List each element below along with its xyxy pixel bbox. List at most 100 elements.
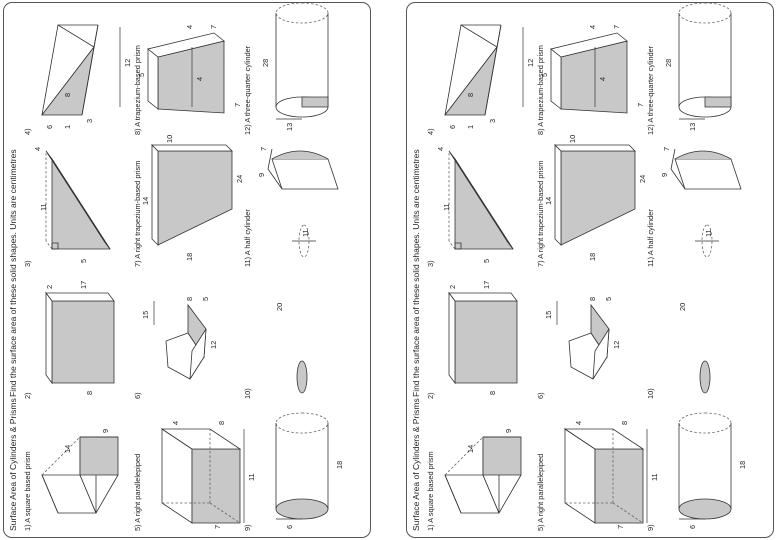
dimension-label: 12 bbox=[526, 59, 535, 67]
dimension-label: 6 bbox=[45, 125, 54, 129]
circular-face bbox=[678, 498, 732, 520]
dimension-label: 4 bbox=[171, 421, 180, 425]
curved-face bbox=[271, 150, 329, 160]
edge bbox=[103, 240, 111, 250]
dimension-label: 15 bbox=[544, 311, 553, 319]
dimension-label: 4 bbox=[436, 147, 445, 151]
dimension-label: 11 bbox=[301, 229, 310, 237]
right-angle-mark bbox=[454, 242, 462, 250]
dimension-label: 17 bbox=[79, 281, 88, 289]
problem-label: 9) bbox=[243, 524, 252, 531]
problem-9: 9) 6 18 bbox=[243, 412, 344, 531]
edge bbox=[506, 240, 514, 250]
edge bbox=[267, 148, 273, 170]
problem-label: 6) bbox=[536, 392, 545, 399]
hidden-edge bbox=[444, 436, 484, 476]
dimension-label: 7 bbox=[612, 25, 621, 29]
edge bbox=[41, 474, 59, 514]
side-face bbox=[151, 144, 233, 152]
dimension-label: 18 bbox=[588, 253, 597, 261]
dimension-label: 2 bbox=[448, 285, 457, 289]
hidden-edge bbox=[612, 502, 644, 524]
side-face bbox=[448, 292, 518, 302]
dimension-label: 9 bbox=[660, 173, 669, 177]
dimension-label: 28 bbox=[664, 59, 673, 67]
side-face bbox=[189, 328, 207, 380]
dimension-label: 13 bbox=[688, 123, 697, 131]
front-face bbox=[594, 448, 644, 524]
dimension-label: 7 bbox=[213, 525, 222, 529]
problem-label: 7) A right trapezium-based prism bbox=[133, 161, 142, 267]
dimension-label: 7 bbox=[616, 525, 625, 529]
dimension-label: 24 bbox=[638, 175, 647, 183]
side-face bbox=[147, 32, 225, 58]
problem-10: 10)20 bbox=[243, 303, 308, 399]
dimension-label: 2 bbox=[45, 285, 54, 289]
dimension-label: 1 bbox=[466, 125, 475, 129]
flat-face bbox=[271, 158, 339, 190]
dimension-label: 1 bbox=[63, 125, 72, 129]
worksheet-instructions: Find the surface area of these solid sha… bbox=[8, 149, 18, 397]
dimension-label: 15 bbox=[141, 311, 150, 319]
curved-face bbox=[674, 150, 732, 160]
dimension-label: 8 bbox=[466, 93, 475, 97]
dimension-label: 20 bbox=[275, 303, 284, 311]
hidden-edge bbox=[45, 240, 53, 250]
dimension-label: 14 bbox=[63, 445, 72, 453]
worksheet-instructions: Find the surface area of these solid sha… bbox=[411, 149, 421, 397]
hidden-end-face bbox=[678, 3, 732, 24]
dimension-label: 14 bbox=[466, 445, 475, 453]
edge bbox=[267, 168, 283, 190]
edge bbox=[95, 474, 119, 514]
hidden-circular-face bbox=[275, 412, 329, 434]
problem-label: 12) A three-quarter cylinder bbox=[646, 45, 655, 135]
figure: 6 18 bbox=[275, 412, 344, 529]
figure: 14 9 bbox=[41, 429, 119, 514]
hidden-edge bbox=[41, 436, 81, 476]
flat-face bbox=[674, 158, 742, 190]
dimension-label: 10 bbox=[568, 135, 577, 143]
dimension-label: 8 bbox=[85, 391, 94, 395]
dimension-label: 9 bbox=[101, 429, 110, 433]
problem-10: 10)20 bbox=[646, 303, 711, 399]
dimension-label: 7 bbox=[259, 147, 268, 151]
edge bbox=[498, 474, 522, 514]
problem-label: 11) A half cylinder bbox=[243, 209, 252, 267]
dimension-label: 6 bbox=[285, 525, 294, 529]
edge bbox=[670, 148, 676, 170]
problem-label: 3) bbox=[426, 260, 435, 267]
dimension-label: 11 bbox=[650, 473, 659, 481]
dimension-label: 5 bbox=[482, 259, 491, 263]
dimension-label: 18 bbox=[335, 461, 344, 469]
hidden-circular-face bbox=[701, 224, 713, 258]
top-face bbox=[147, 48, 159, 110]
edge bbox=[444, 474, 462, 514]
problem-label: 8) A trapezium-based prism bbox=[536, 45, 545, 135]
front-face bbox=[191, 448, 241, 524]
dimension-label: 7 bbox=[209, 25, 218, 29]
top-face bbox=[448, 291, 456, 385]
front-face bbox=[560, 150, 636, 246]
dimension-label: 4 bbox=[574, 421, 583, 425]
figure: 20 bbox=[678, 303, 711, 394]
top-face bbox=[45, 291, 53, 385]
problem-label: 1) A square based prism bbox=[426, 451, 435, 531]
edge bbox=[670, 168, 686, 190]
dimension-label: 5 bbox=[137, 73, 146, 77]
